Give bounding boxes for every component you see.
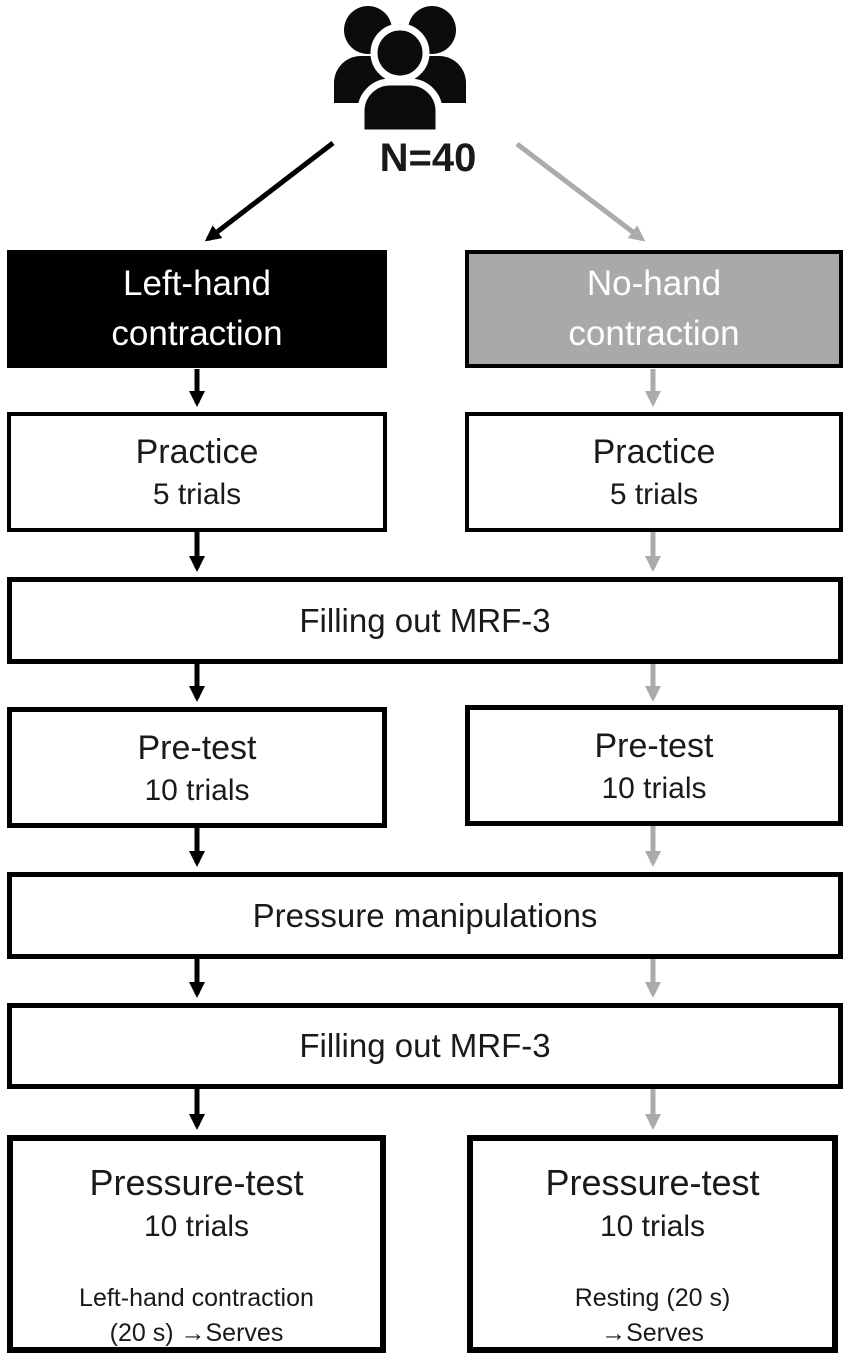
- right-practice-title: Practice: [592, 433, 716, 471]
- left-pretest-box: Pre-test 10 trials: [7, 707, 387, 828]
- left-pressure-test-detail-line2: (20 s) →Serves: [109, 1319, 284, 1347]
- left-pressure-test-detail-line1: Left-hand contraction: [79, 1284, 314, 1312]
- right-pressure-test-detail-line1: Resting (20 s): [574, 1284, 731, 1312]
- pressure-manipulations-label: Pressure manipulations: [252, 896, 598, 934]
- right-pressure-test-detail: Resting (20 s) →Serves: [575, 1281, 731, 1351]
- right-pretest-subtitle: 10 trials: [601, 771, 707, 805]
- left-condition-line1: Left-hand: [123, 264, 271, 303]
- right-practice-box: Practice 5 trials: [465, 412, 843, 532]
- left-condition-line2: contraction: [111, 314, 283, 353]
- right-pressure-test-detail-line2: →Serves: [601, 1319, 704, 1347]
- branch-arrow-right: [515, 142, 646, 242]
- mrf3-second-label: Filling out MRF-3: [299, 1027, 551, 1064]
- left-pretest-title: Pre-test: [137, 728, 257, 767]
- branch-arrow-left: [204, 141, 335, 242]
- left-pressure-test-subtitle: 10 trials: [143, 1210, 250, 1243]
- left-pretest-subtitle: 10 trials: [144, 773, 250, 807]
- left-pressure-test-title: Pressure-test: [89, 1162, 304, 1203]
- pressure-manipulations-box: Pressure manipulations: [7, 872, 843, 959]
- right-practice-subtitle: 5 trials: [609, 478, 699, 511]
- mrf3-first-box: Filling out MRF-3: [7, 577, 843, 664]
- right-pretest-box: Pre-test 10 trials: [465, 705, 843, 826]
- right-pretest-title: Pre-test: [594, 726, 714, 765]
- right-pressure-test-title: Pressure-test: [545, 1162, 760, 1203]
- participants-count-label: N=40: [379, 136, 477, 180]
- right-pressure-test-subtitle: 10 trials: [599, 1210, 706, 1243]
- people-group-icon: [334, 6, 466, 134]
- mrf3-first-label: Filling out MRF-3: [299, 601, 551, 639]
- left-condition-box: Left-hand contraction: [7, 250, 387, 368]
- left-pressure-test-detail: Left-hand contraction (20 s) →Serves: [79, 1281, 314, 1351]
- right-condition-line2: contraction: [568, 314, 740, 353]
- left-practice-subtitle: 5 trials: [152, 478, 242, 511]
- right-condition-line1: No-hand: [586, 264, 722, 303]
- mrf3-second-box: Filling out MRF-3: [7, 1003, 843, 1089]
- left-pressure-test-box: Pressure-test 10 trials Left-hand contra…: [7, 1135, 386, 1353]
- right-pressure-test-box: Pressure-test 10 trials Resting (20 s) →…: [467, 1135, 838, 1353]
- right-condition-box: No-hand contraction: [465, 250, 843, 368]
- left-practice-title: Practice: [135, 433, 259, 471]
- left-practice-box: Practice 5 trials: [7, 412, 387, 532]
